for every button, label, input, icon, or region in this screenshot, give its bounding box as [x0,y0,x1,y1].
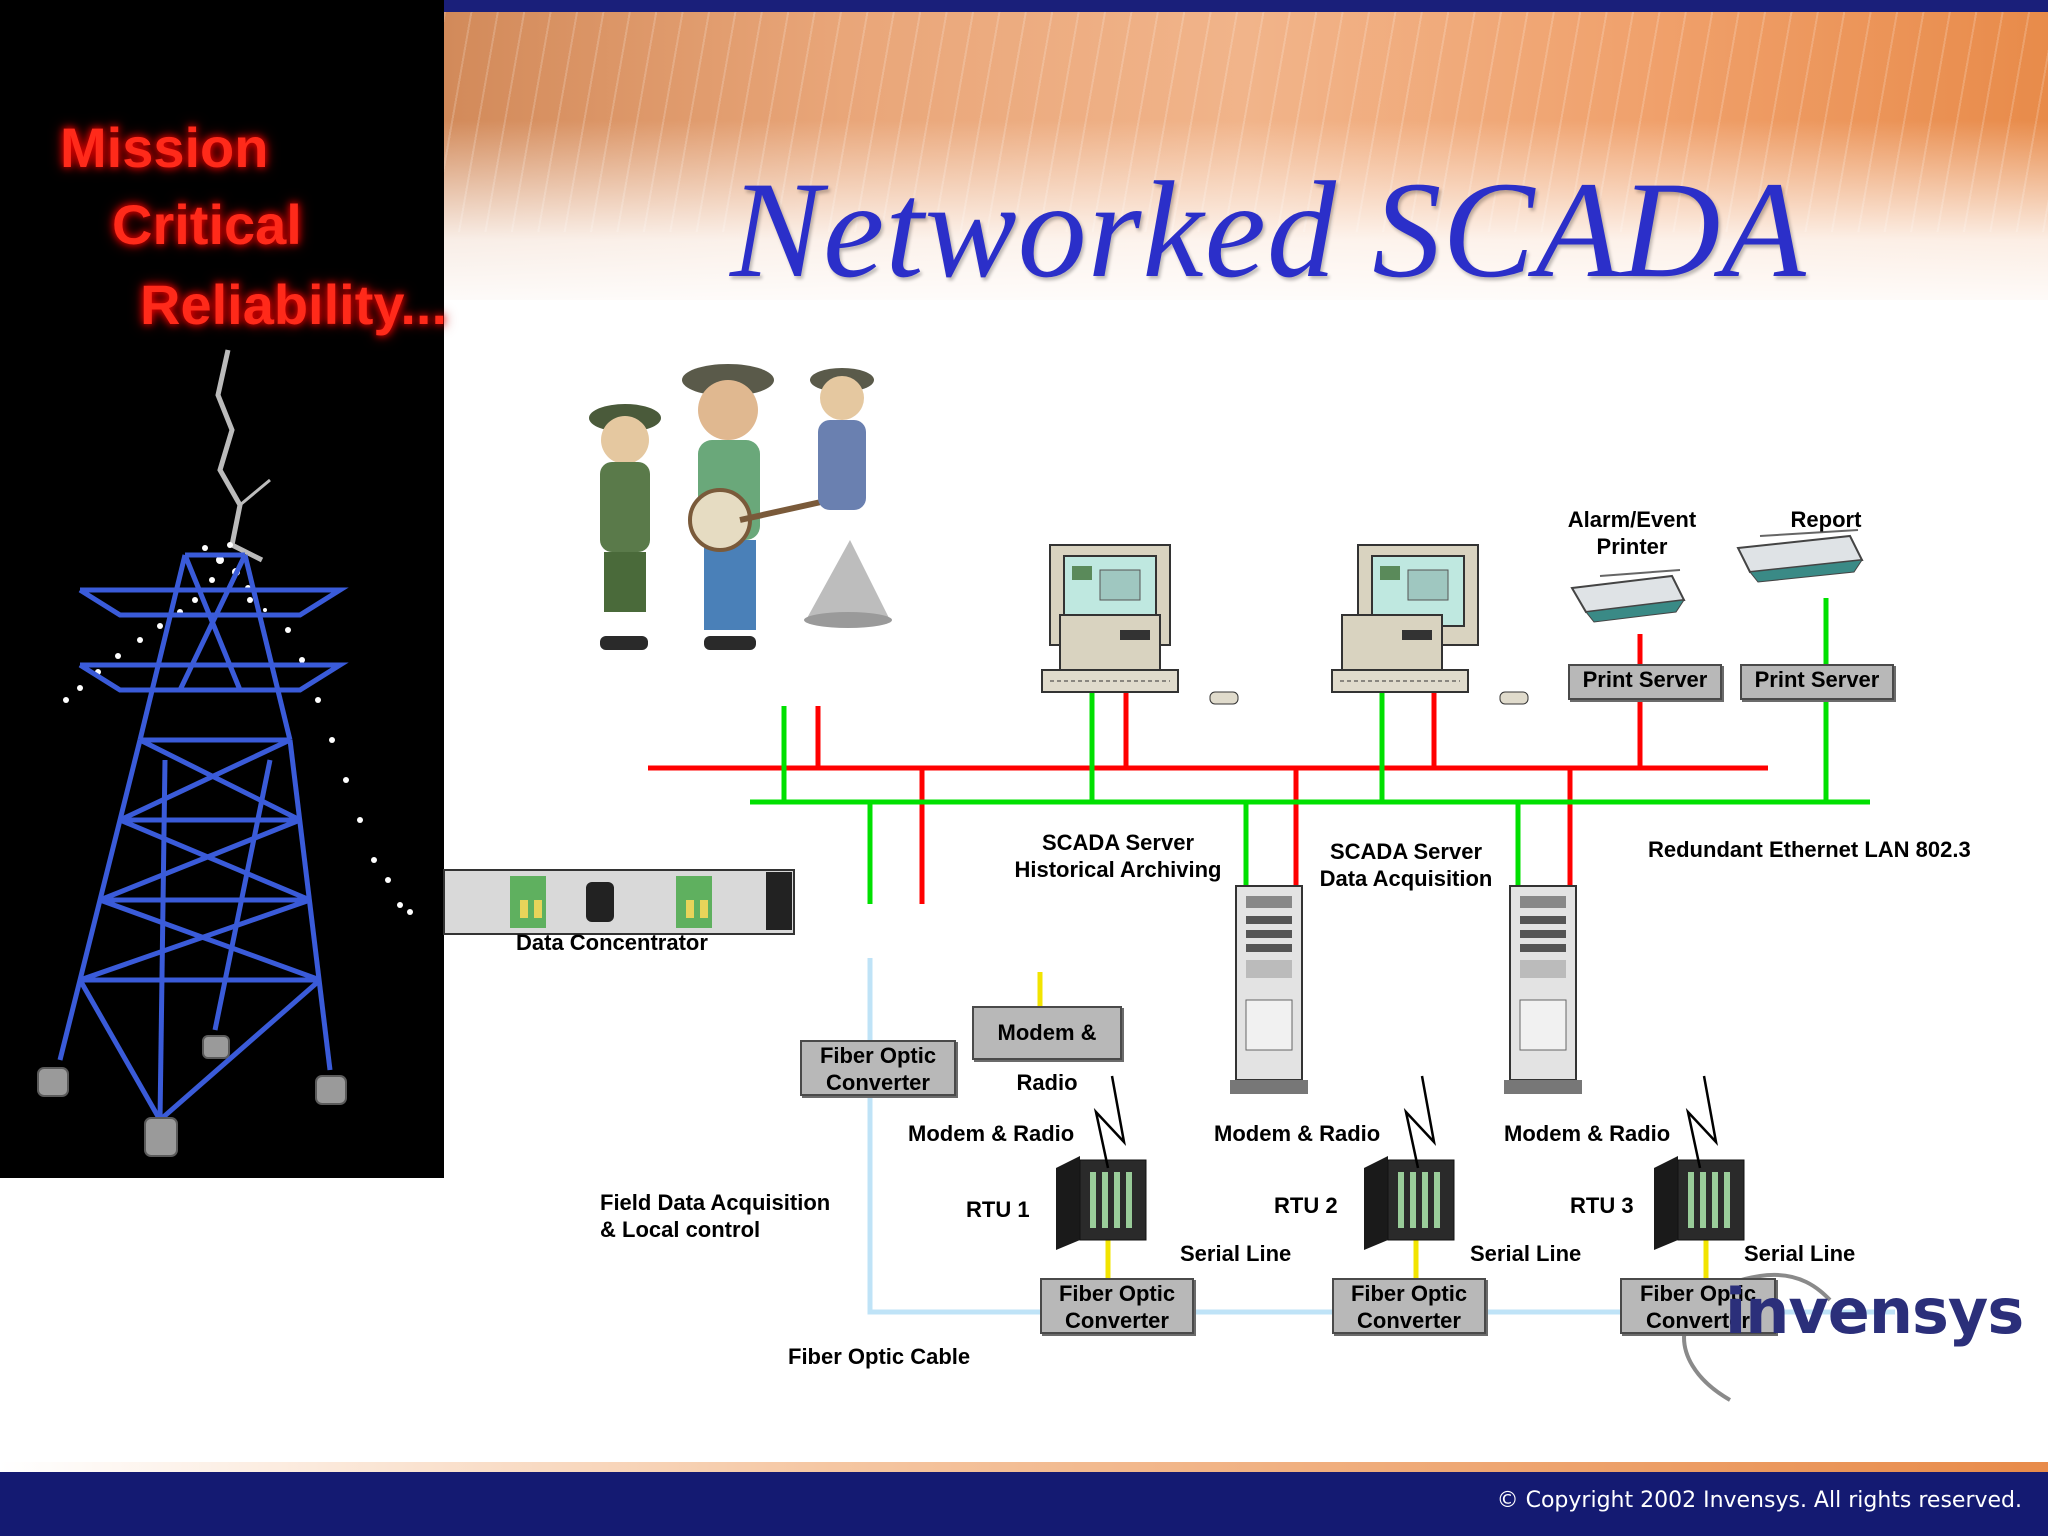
print-server-label: Print Server [1754,667,1880,692]
label-data-concentrator: Data Concentrator [516,930,708,955]
fiber-converter-box: Fiber Optic Converter [1620,1278,1776,1334]
fiber-converter-line2: Converter [1357,1308,1461,1333]
label-lan: Redundant Ethernet LAN 802.3 [1648,837,1971,862]
tagline-critical: Critical [112,193,302,256]
fiber-converter-line1: Fiber Optic [1639,1281,1757,1306]
label-scada-hist-line1: SCADA Server [1041,830,1195,855]
rtu-cabinet-icon [1056,1156,1147,1250]
workstation-icon [1041,544,1239,705]
modem-radio-box-label: Modem & Radio [997,1020,1097,1095]
fiber-converter-line1: Fiber Optic [1058,1281,1176,1306]
copyright-text: © Copyright 2002 Invensys. All rights re… [1496,1488,2022,1513]
label-rtu-2: RTU 2 [1274,1193,1338,1218]
transmission-tower-icon [37,349,413,1157]
musicians-clipart [589,364,892,650]
tagline-mission: Mission [60,116,269,179]
label-serial-1: Serial Line [1180,1241,1292,1266]
fiber-converter-line1: Fiber Optic [819,1043,937,1068]
label-field-acq-line1: Field Data Acquisition [600,1190,831,1215]
label-scada-hist: SCADA Server Historical Archiving [1008,829,1228,883]
footer-bar [0,1472,2048,1536]
fiber-converter-box: Fiber Optic Converter [800,1040,956,1096]
fiber-converter-line2: Converter [826,1070,930,1095]
label-alarm-printer-line1: Alarm/Event [1567,507,1697,532]
footer-accent [0,1462,2048,1474]
label-scada-hist-line2: Historical Archiving [1014,857,1222,882]
server-tower-icon [1504,885,1582,1094]
label-rtu-1: RTU 1 [966,1197,1030,1222]
label-serial-2: Serial Line [1470,1241,1582,1266]
workstation-icon [1331,544,1529,705]
label-modem-radio-1: Modem & Radio [908,1121,1075,1146]
label-serial-3: Serial Line [1744,1241,1856,1266]
data-concentrator-rack-icon [443,869,795,935]
label-scada-acq-line1: SCADA Server [1329,839,1483,864]
fiber-converter-box: Fiber Optic Converter [1332,1278,1486,1334]
fiber-converter-line2: Converter [1646,1308,1750,1333]
fiber-converter-line1: Fiber Optic [1350,1281,1468,1306]
lan-green [750,598,1870,904]
server-tower-icon [1230,885,1308,1094]
logo-text: invensys [1725,1275,2024,1348]
fiber-converter-box: Fiber Optic Converter [1040,1278,1194,1334]
label-scada-acq-line2: Data Acquisition [1319,866,1493,891]
modem-radio-box: Modem & Radio [972,1006,1122,1095]
label-fiber-cable: Fiber Optic Cable [788,1344,971,1369]
rtu-cabinet-icon [1364,1156,1455,1250]
fiber-converter-line2: Converter [1065,1308,1169,1333]
label-report: Report [1790,507,1862,532]
banner-fade [444,120,2048,320]
label-field-acq: Field Data Acquisition & Local control [600,1189,830,1243]
serial-lines [1037,972,1709,1278]
label-scada-acq: SCADA Server Data Acquisition [1306,838,1506,892]
label-rtu-3: RTU 3 [1570,1193,1634,1218]
print-server-label: Print Server [1582,667,1708,692]
antenna-icon [1093,1075,1718,1169]
label-field-acq-line2: & Local control [600,1217,761,1242]
slide-title: Networked SCADA [730,153,1807,306]
label-modem-radio-2: Modem & Radio [1214,1121,1381,1146]
lan-red [648,634,1768,904]
tagline-reliability: Reliability... [140,273,448,336]
print-server-box: Print Server [1568,664,1722,700]
label-alarm-printer: Alarm/Event Printer [1560,506,1704,560]
label-modem-radio-3: Modem & Radio [1504,1121,1671,1146]
rtu-cabinet-icon [1654,1156,1745,1250]
printer-icon [1736,529,1864,583]
print-server-box: Print Server [1740,664,1894,700]
label-alarm-printer-line2: Printer [1596,534,1668,559]
printer-icon [1570,569,1686,623]
invensys-logo: invensys [1670,1255,2024,1415]
left-panel: Mission Critical Reliability... [0,0,448,1178]
